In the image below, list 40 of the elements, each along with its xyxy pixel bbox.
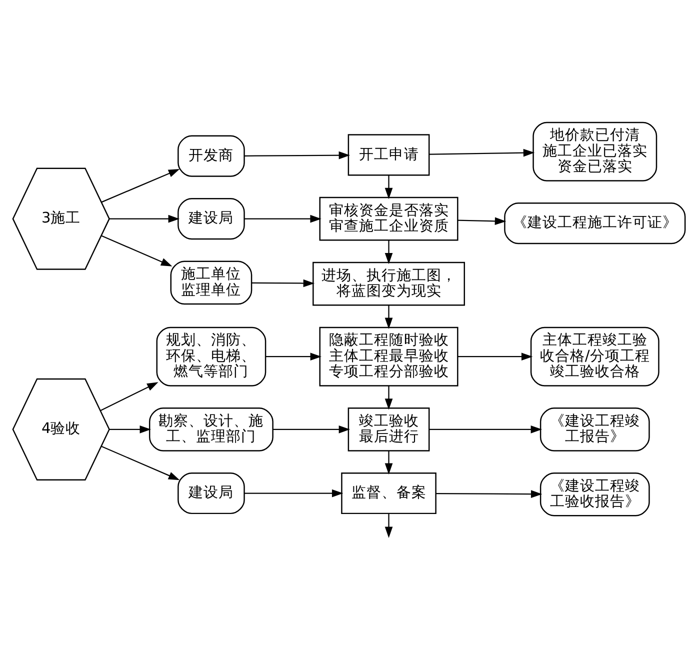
arrow — [244, 488, 344, 497]
node-box: 进场、执行施工图，将蓝图变为现实 — [312, 261, 465, 306]
arrow — [244, 150, 350, 159]
arrow — [101, 234, 172, 266]
arrow — [100, 382, 158, 410]
arrow — [252, 278, 315, 287]
arrow — [384, 240, 393, 264]
node-box: 隐蔽工程随时验收 主体工程最早验收 专项工程分部验收 — [319, 326, 458, 386]
node-box: 勘察、设计、施工、监理部门 — [148, 407, 274, 451]
arrow — [429, 425, 542, 433]
node-box: 《建设工程竣工验收报告》 — [540, 472, 650, 516]
arrow — [458, 216, 506, 225]
node-box: 开工申请 — [348, 134, 430, 176]
node-box: 审核资金是否落实 审查施工企业资质 — [319, 196, 458, 240]
arrow — [436, 490, 542, 498]
node-box: 主体工程竣工验收合格/分项工程竣工验收合格 — [530, 326, 660, 386]
node-box: 《建设工程施工许可证》 — [504, 202, 686, 244]
arrow — [101, 168, 180, 202]
arrow — [458, 352, 533, 360]
arrow — [384, 304, 393, 328]
node-box: 《建设工程竣工报告》 — [540, 407, 650, 451]
arrow — [429, 148, 535, 156]
arrow — [109, 214, 180, 222]
arrow — [266, 352, 322, 360]
node-box: 建设局 — [178, 198, 245, 240]
arrow — [384, 513, 393, 538]
arrow — [384, 385, 393, 410]
node-box: 竣工验收最后进行 — [348, 407, 430, 451]
arrow — [109, 425, 151, 433]
arrow — [273, 425, 350, 433]
arrow — [384, 450, 393, 474]
node-box: 监督、备案 — [341, 472, 436, 514]
node-box: 建设局 — [178, 472, 245, 514]
node-box: 施工单位 监理单位 — [170, 260, 252, 304]
arrow — [384, 174, 393, 199]
arrow — [244, 214, 322, 222]
node-box: 开发商 — [178, 134, 245, 176]
node-box: 地价款已付清 施工企业已落实 资金已落实 — [532, 121, 658, 181]
arrow — [101, 445, 180, 480]
node-box: 规划、消防、环保、电梯、燃气等部门 — [156, 326, 266, 386]
